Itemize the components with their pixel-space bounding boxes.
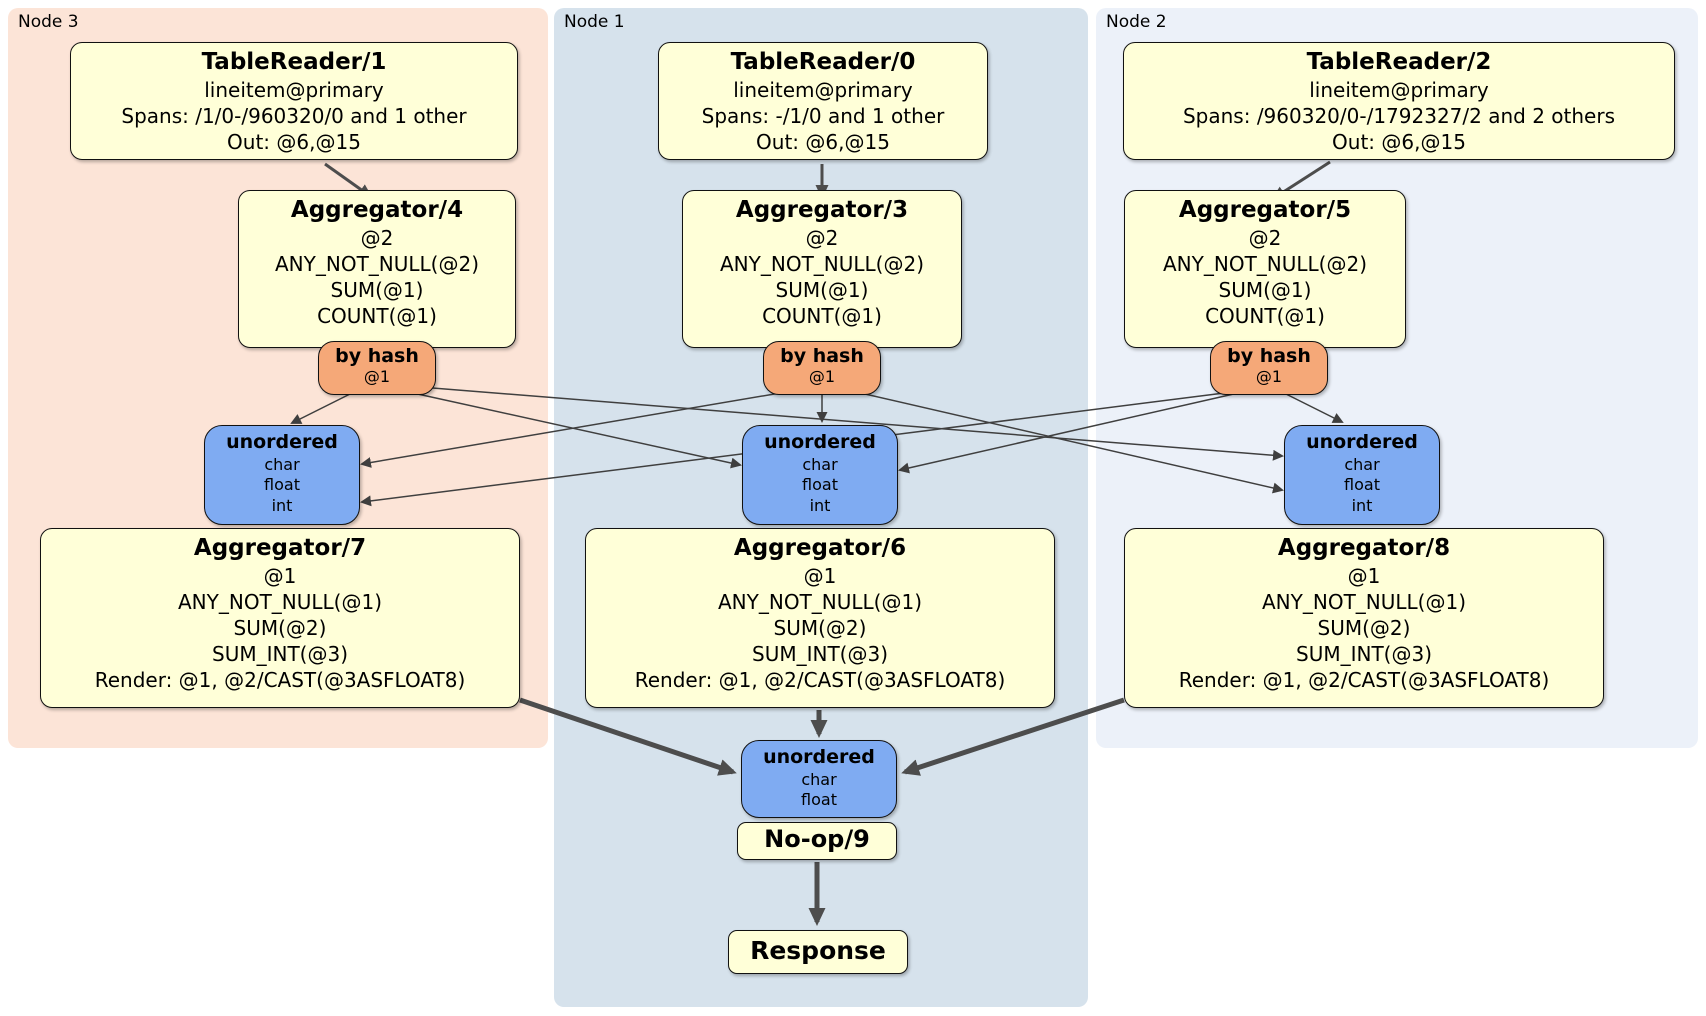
edge-agg8-finalsync	[901, 697, 1125, 776]
hash-router-node1: by hash @1	[763, 341, 881, 395]
aggregator-8-line: Render: @1, @2/CAST(@3ASFLOAT8)	[1178, 667, 1550, 692]
unordered-sync-node1-title: unordered	[764, 431, 876, 453]
aggregator-7-line: ANY_NOT_NULL(@1)	[178, 589, 382, 614]
hash-router-node2-detail: @1	[1255, 366, 1283, 386]
tablereader-0-out: Out: @6,@15	[756, 129, 890, 154]
tablereader-0-title: TableReader/0	[730, 49, 916, 75]
aggregator-3-line: SUM(@1)	[775, 277, 869, 302]
hash-router-node3: by hash @1	[318, 341, 436, 395]
aggregator-5-line: ANY_NOT_NULL(@2)	[1163, 251, 1367, 276]
edge-router2-sync2	[1285, 393, 1344, 423]
aggregator-6-line: ANY_NOT_NULL(@1)	[718, 589, 922, 614]
aggregator-3-box: Aggregator/3 @2 ANY_NOT_NULL(@2) SUM(@1)…	[682, 190, 962, 348]
aggregator-7-title: Aggregator/7	[193, 535, 367, 561]
aggregator-4-line: @2	[360, 225, 394, 250]
unordered-sync-node1-line: char	[802, 454, 838, 474]
aggregator-4-box: Aggregator/4 @2 ANY_NOT_NULL(@2) SUM(@1)…	[238, 190, 516, 348]
aggregator-7-line: @1	[263, 563, 297, 588]
hash-router-node2: by hash @1	[1210, 341, 1328, 395]
aggregator-6-line: SUM_INT(@3)	[752, 641, 888, 666]
aggregator-8-box: Aggregator/8 @1 ANY_NOT_NULL(@1) SUM(@2)…	[1124, 528, 1604, 708]
aggregator-3-line: @2	[805, 225, 839, 250]
aggregator-3-line: ANY_NOT_NULL(@2)	[720, 251, 924, 276]
edge-router1-sync2	[851, 390, 1284, 494]
tablereader-0-index: lineitem@primary	[733, 77, 913, 102]
edge-agg7-finalsync	[519, 697, 737, 776]
aggregator-6-line: SUM(@2)	[773, 615, 867, 640]
aggregator-5-box: Aggregator/5 @2 ANY_NOT_NULL(@2) SUM(@1)…	[1124, 190, 1406, 348]
tablereader-2-title: TableReader/2	[1306, 49, 1492, 75]
tablereader-1-out: Out: @6,@15	[227, 129, 361, 154]
aggregator-5-line: SUM(@1)	[1218, 277, 1312, 302]
unordered-sync-node2: unordered char float int	[1284, 425, 1440, 525]
hash-router-node3-title: by hash	[335, 345, 419, 367]
unordered-sync-node1-line: int	[809, 495, 831, 515]
aggregator-5-title: Aggregator/5	[1178, 197, 1352, 223]
edge-router3-sync3	[290, 392, 353, 424]
aggregator-5-line: COUNT(@1)	[1205, 303, 1325, 328]
tablereader-2-index: lineitem@primary	[1309, 77, 1489, 102]
aggregator-6-line: Render: @1, @2/CAST(@3ASFLOAT8)	[634, 667, 1006, 692]
aggregator-4-line: ANY_NOT_NULL(@2)	[275, 251, 479, 276]
node-2-label: Node 2	[1106, 12, 1167, 32]
response-box: Response	[728, 930, 908, 974]
unordered-sync-final-line: char	[801, 769, 837, 789]
aggregator-5-line: @2	[1248, 225, 1282, 250]
edge-router1-sync3	[360, 390, 793, 468]
aggregator-8-line: ANY_NOT_NULL(@1)	[1262, 589, 1466, 614]
aggregator-6-box: Aggregator/6 @1 ANY_NOT_NULL(@1) SUM(@2)…	[585, 528, 1055, 708]
unordered-sync-node3: unordered char float int	[204, 425, 360, 525]
aggregator-8-line: SUM(@2)	[1317, 615, 1411, 640]
aggregator-7-line: SUM_INT(@3)	[212, 641, 348, 666]
unordered-sync-node2-line: int	[1351, 495, 1373, 515]
node-1-label: Node 1	[564, 12, 625, 32]
aggregator-7-line: SUM(@2)	[233, 615, 327, 640]
tablereader-2-box: TableReader/2 lineitem@primary Spans: /9…	[1123, 42, 1675, 160]
tablereader-1-box: TableReader/1 lineitem@primary Spans: /1…	[70, 42, 518, 160]
hash-router-node1-detail: @1	[808, 366, 836, 386]
aggregator-6-title: Aggregator/6	[733, 535, 907, 561]
unordered-sync-node1-line: float	[802, 475, 838, 495]
unordered-sync-final-line: float	[801, 790, 837, 810]
aggregator-8-title: Aggregator/8	[1277, 535, 1451, 561]
hash-router-node1-title: by hash	[780, 345, 864, 367]
noop-9-box: No-op/9	[737, 822, 897, 860]
unordered-sync-node2-line: char	[1344, 454, 1380, 474]
node-3-label: Node 3	[18, 12, 79, 32]
tablereader-1-index: lineitem@primary	[204, 77, 384, 102]
edge-router3-sync2	[419, 386, 1284, 461]
aggregator-3-line: COUNT(@1)	[762, 303, 882, 328]
unordered-sync-node3-line: int	[271, 495, 293, 515]
unordered-sync-final: unordered char float	[741, 740, 897, 818]
aggregator-3-title: Aggregator/3	[735, 197, 909, 223]
tablereader-0-spans: Spans: -/1/0 and 1 other	[701, 103, 945, 128]
tablereader-0-box: TableReader/0 lineitem@primary Spans: -/…	[658, 42, 988, 160]
unordered-sync-node3-title: unordered	[226, 431, 338, 453]
unordered-sync-node2-line: float	[1344, 475, 1380, 495]
unordered-sync-final-title: unordered	[763, 746, 875, 768]
unordered-sync-node3-line: char	[264, 454, 300, 474]
aggregator-4-line: COUNT(@1)	[317, 303, 437, 328]
aggregator-8-line: SUM_INT(@3)	[1296, 641, 1432, 666]
edge-router2-sync1	[898, 392, 1239, 474]
unordered-sync-node1: unordered char float int	[742, 425, 898, 525]
unordered-sync-node2-title: unordered	[1306, 431, 1418, 453]
aggregator-7-line: Render: @1, @2/CAST(@3ASFLOAT8)	[94, 667, 466, 692]
aggregator-6-line: @1	[803, 563, 837, 588]
unordered-sync-node3-line: float	[264, 475, 300, 495]
tablereader-1-spans: Spans: /1/0-/960320/0 and 1 other	[121, 103, 467, 128]
tablereader-2-out: Out: @6,@15	[1332, 129, 1466, 154]
aggregator-7-box: Aggregator/7 @1 ANY_NOT_NULL(@1) SUM(@2)…	[40, 528, 520, 708]
aggregator-4-line: SUM(@1)	[330, 277, 424, 302]
tablereader-2-spans: Spans: /960320/0-/1792327/2 and 2 others	[1182, 103, 1615, 128]
aggregator-8-line: @1	[1347, 563, 1381, 588]
tablereader-1-title: TableReader/1	[201, 49, 387, 75]
hash-router-node2-title: by hash	[1227, 345, 1311, 367]
aggregator-4-title: Aggregator/4	[290, 197, 464, 223]
hash-router-node3-detail: @1	[363, 366, 391, 386]
